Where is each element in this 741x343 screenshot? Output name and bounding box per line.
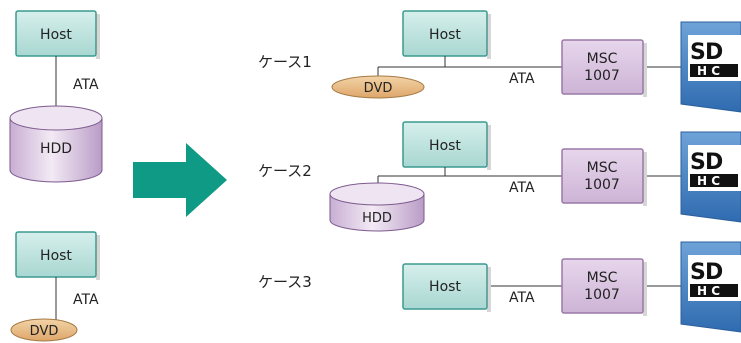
svg-text:S: S	[690, 40, 706, 65]
svg-text:S: S	[690, 150, 706, 175]
left-top-group: Host ATA HDD	[9, 10, 103, 183]
host-box-shadow	[487, 267, 491, 312]
case-label: ケース2	[258, 162, 312, 180]
msc-box-shadow	[643, 43, 647, 97]
case-label: ケース1	[258, 53, 312, 71]
msc-label-line2: 1007	[584, 287, 620, 303]
host-box-shadow	[487, 14, 491, 59]
host-label: Host	[429, 138, 461, 154]
case-2: ケース2 Host HDD ATA MSC 1007 S D H C	[258, 121, 741, 232]
host-label: Host	[40, 27, 72, 43]
msc-label-line1: MSC	[587, 51, 618, 67]
svg-text:S: S	[690, 260, 706, 285]
case-1: ケース1 Host DVD ATA MSC 1007 S D H C	[258, 10, 741, 113]
msc-label-line1: MSC	[587, 270, 618, 286]
bus-label: ATA	[73, 292, 99, 308]
host-box-shadow	[487, 125, 491, 170]
msc-box	[561, 258, 644, 314]
dvd-label: DVD	[30, 324, 59, 339]
case-label: ケース3	[258, 273, 312, 291]
svg-text:H C: H C	[697, 284, 720, 298]
svg-text:H C: H C	[697, 64, 720, 78]
svg-text:H C: H C	[697, 174, 720, 188]
svg-text:D: D	[705, 260, 723, 285]
host-label: Host	[40, 248, 72, 264]
case-3: ケース3 Host ATA MSC 1007 S D H C	[258, 241, 741, 333]
svg-text:D: D	[705, 40, 723, 65]
dvd-label: DVD	[364, 81, 393, 96]
host-box	[402, 263, 488, 310]
bus-label: ATA	[509, 290, 535, 306]
dvd-disc	[10, 318, 78, 342]
bus-label: ATA	[509, 180, 535, 196]
bus-label: ATA	[73, 77, 99, 93]
msc-box	[561, 39, 644, 95]
host-box-shadow	[96, 14, 100, 59]
msc-box-shadow	[643, 152, 647, 206]
hdd-cylinder	[9, 105, 103, 183]
msc-box	[561, 148, 644, 204]
msc-label-line1: MSC	[587, 160, 618, 176]
right-arrow-icon	[133, 143, 227, 217]
hdd-label: HDD	[362, 211, 392, 226]
hdd-cylinder	[329, 182, 425, 232]
hdd-label: HDD	[40, 141, 72, 157]
left-bottom-group: Host ATA DVD	[10, 231, 100, 342]
sd-card-icon: S D H C	[680, 241, 741, 333]
msc-box-shadow	[643, 262, 647, 316]
host-label: Host	[429, 279, 461, 295]
dvd-disc	[331, 75, 425, 99]
sd-card-icon: S D H C	[680, 131, 741, 223]
bus-label: ATA	[509, 71, 535, 87]
sd-card-icon: S D H C	[680, 21, 741, 113]
msc-label-line2: 1007	[584, 68, 620, 84]
host-box-shadow	[96, 235, 100, 280]
host-label: Host	[429, 27, 461, 43]
msc-label-line2: 1007	[584, 177, 620, 193]
svg-text:D: D	[705, 150, 723, 175]
